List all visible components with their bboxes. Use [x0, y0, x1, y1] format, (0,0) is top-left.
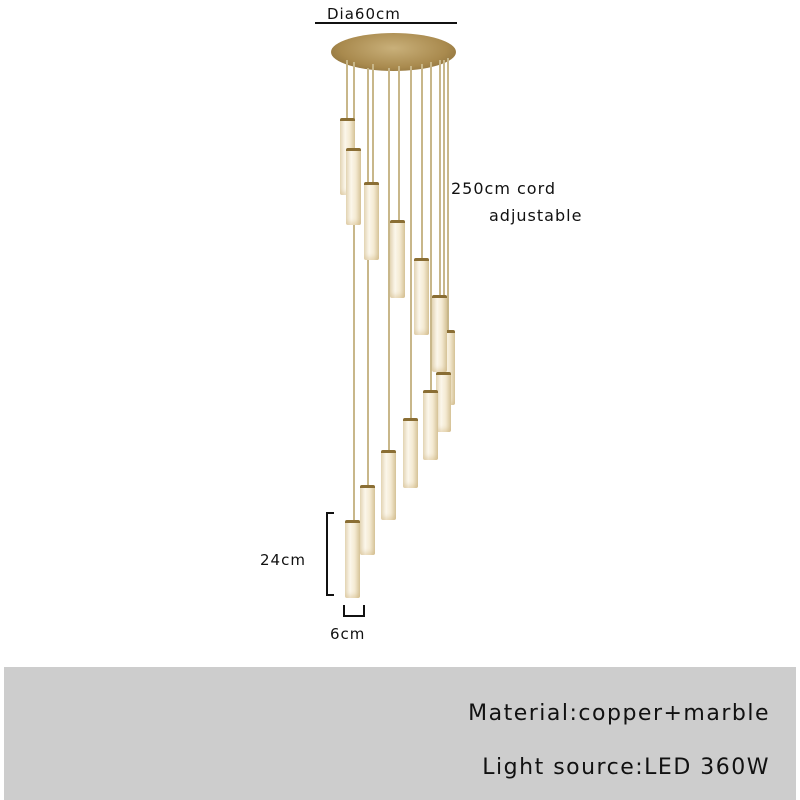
material-spec: Material:copper+marble	[468, 701, 770, 726]
cord-length-label: 250cm cord adjustable	[451, 175, 582, 229]
marble-tube	[360, 485, 375, 555]
cord-label-line2: adjustable	[489, 206, 583, 225]
marble-tube	[381, 450, 396, 520]
tube-height-label: 24cm	[260, 551, 306, 569]
marble-tube	[414, 258, 429, 335]
diameter-label: Dia60cm	[327, 5, 401, 23]
marble-tube	[423, 390, 438, 460]
light-source-spec: Light source:LED 360W	[482, 755, 770, 780]
diameter-dimension-line	[315, 22, 457, 24]
marble-tube	[364, 182, 379, 260]
specs-footer: Material:copper+marble Light source:LED …	[4, 667, 796, 800]
marble-tube	[403, 418, 418, 488]
marble-tube	[432, 295, 447, 372]
height-dimension-bracket	[326, 512, 334, 596]
ceiling-canopy	[331, 33, 456, 71]
marble-tube	[346, 148, 361, 225]
width-dimension-bracket	[343, 605, 365, 617]
marble-tube	[436, 372, 451, 432]
marble-tube	[390, 220, 405, 298]
marble-tube	[345, 520, 360, 598]
tube-width-label: 6cm	[330, 625, 366, 643]
cord-label-line1: 250cm cord	[451, 179, 557, 198]
